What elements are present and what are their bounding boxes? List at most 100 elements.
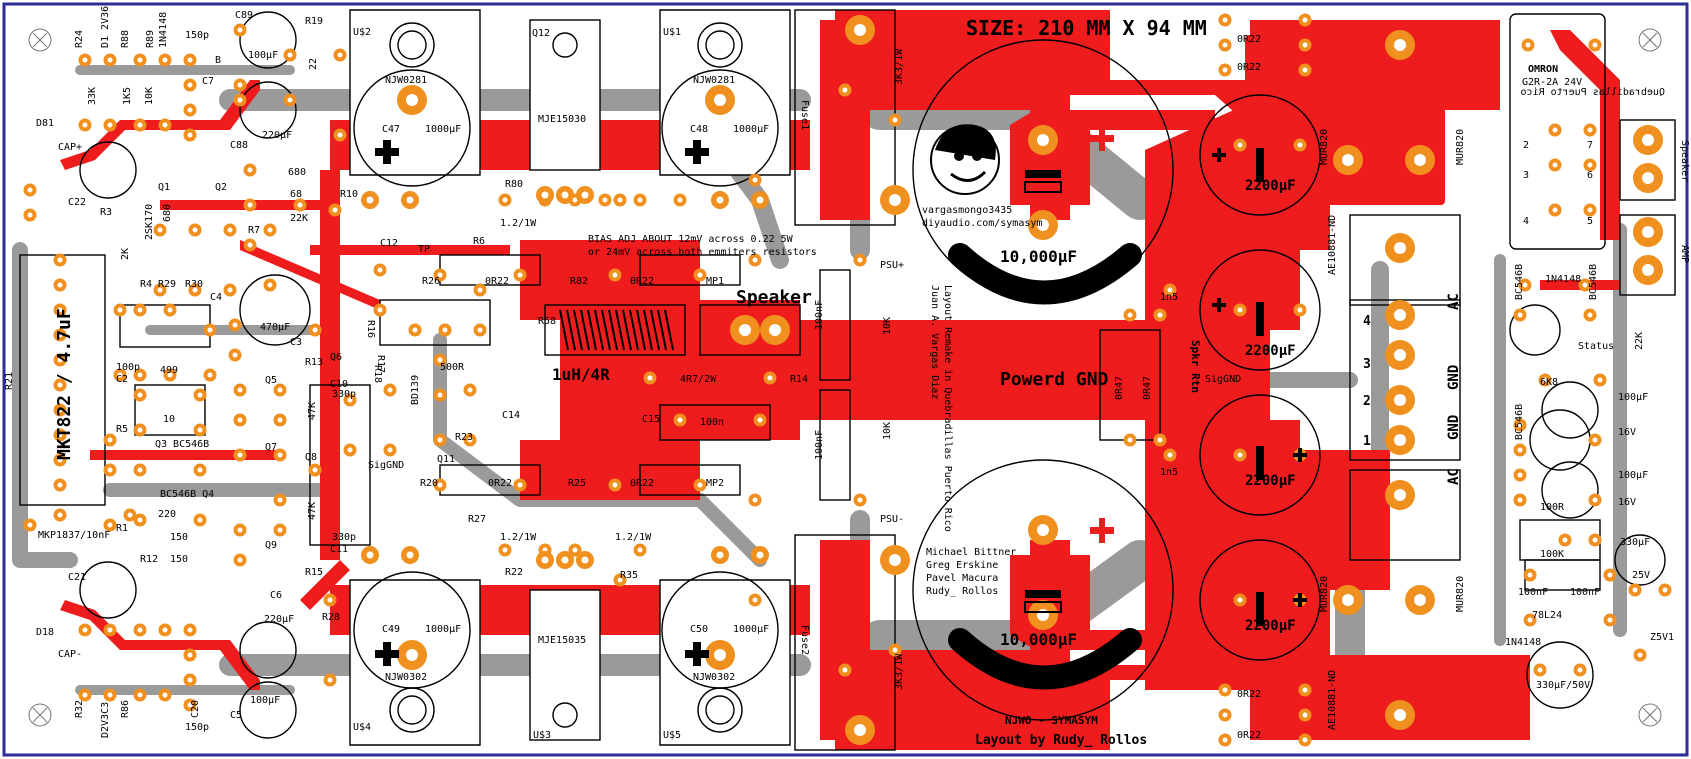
coil-winding bbox=[657, 309, 667, 351]
pad bbox=[1521, 38, 1535, 52]
coil-winding bbox=[566, 309, 576, 351]
pad bbox=[103, 623, 117, 637]
njw-top-right: NJW0281 bbox=[693, 75, 735, 86]
part-label: BC546B bbox=[1514, 264, 1525, 300]
part-label: 100nF bbox=[1518, 587, 1548, 598]
terminal-number-1: 1 bbox=[1363, 434, 1371, 449]
pad bbox=[556, 551, 574, 569]
pad bbox=[853, 493, 867, 507]
big-cap-value-top: 10,000µF bbox=[1000, 247, 1077, 266]
part-label: R27 bbox=[468, 514, 486, 525]
relay-pin-3: 3 bbox=[1523, 170, 1529, 181]
part-label: R28 bbox=[322, 612, 340, 623]
pad bbox=[748, 593, 762, 607]
pad bbox=[1385, 300, 1415, 330]
pad bbox=[23, 208, 37, 222]
pad bbox=[183, 128, 197, 142]
part-label: 4R7/2W bbox=[680, 374, 717, 385]
part-label: 0R22 bbox=[630, 478, 654, 489]
speaker-label: Speaker bbox=[736, 287, 812, 308]
pad bbox=[433, 433, 447, 447]
pad bbox=[323, 593, 337, 607]
pad bbox=[343, 443, 357, 457]
mounting-hole-icon bbox=[28, 703, 52, 727]
coil-winding bbox=[559, 309, 569, 351]
credit-1: Michael Bittner bbox=[926, 547, 1016, 558]
part-label: 1.2/1W bbox=[615, 532, 652, 543]
pad bbox=[103, 463, 117, 477]
pad bbox=[1633, 163, 1663, 193]
pad bbox=[193, 513, 207, 527]
pad bbox=[383, 383, 397, 397]
part-label: R23 bbox=[455, 432, 473, 443]
amp-label: AMP bbox=[1679, 245, 1690, 263]
pad bbox=[1533, 663, 1547, 677]
part-label: R25 bbox=[568, 478, 586, 489]
pad bbox=[748, 493, 762, 507]
pad bbox=[751, 191, 769, 209]
part-label: 25V bbox=[1632, 570, 1650, 581]
part-label: 22K bbox=[1634, 332, 1645, 350]
pad bbox=[1028, 600, 1058, 630]
pad bbox=[498, 543, 512, 557]
pad bbox=[1385, 385, 1415, 415]
part-label: 0R47 bbox=[1114, 376, 1125, 400]
part-label: C2 bbox=[116, 374, 128, 385]
pad bbox=[53, 478, 67, 492]
mid-cap-value-4: 2200µF bbox=[1245, 618, 1296, 634]
part-label: 330p bbox=[332, 532, 356, 543]
pad bbox=[133, 463, 147, 477]
pad bbox=[1385, 30, 1415, 60]
part-label: 1000µF bbox=[733, 124, 769, 135]
pad bbox=[753, 413, 767, 427]
pad bbox=[536, 551, 554, 569]
pad bbox=[78, 53, 92, 67]
pad bbox=[23, 518, 37, 532]
part-label: C12 bbox=[380, 238, 398, 249]
part-label: Z5V1 bbox=[1650, 632, 1674, 643]
pad bbox=[133, 623, 147, 637]
coil-winding bbox=[629, 309, 639, 351]
part-label: R86 bbox=[120, 700, 131, 718]
part-label: 220µF bbox=[262, 130, 292, 141]
part-label: 47K bbox=[307, 502, 318, 520]
coil-winding bbox=[650, 309, 660, 351]
part-label: 0R22 bbox=[1237, 62, 1261, 73]
part-label: 10K bbox=[882, 422, 893, 440]
relay-pin-7: 7 bbox=[1587, 140, 1593, 151]
part-label: 2SK170 bbox=[144, 204, 155, 240]
speaker-terminal-label: Speaker bbox=[1679, 140, 1690, 182]
part-label: R17 bbox=[375, 355, 386, 373]
pad bbox=[748, 173, 762, 187]
part-label: Q7 bbox=[265, 442, 277, 453]
pad bbox=[308, 463, 322, 477]
pad bbox=[1513, 443, 1527, 457]
pad bbox=[1588, 433, 1602, 447]
fuse1-label: Fuse1 bbox=[799, 100, 810, 130]
pad bbox=[1298, 63, 1312, 77]
relay-pin-5: 5 bbox=[1587, 216, 1593, 227]
part-label: 22K bbox=[290, 213, 308, 224]
relay-pin-4: 4 bbox=[1523, 216, 1529, 227]
coil-winding bbox=[601, 309, 611, 351]
pad bbox=[78, 623, 92, 637]
part-label: BC546B bbox=[1514, 404, 1525, 440]
pad bbox=[1293, 138, 1307, 152]
pad bbox=[53, 508, 67, 522]
part-label: 6K8 bbox=[1540, 377, 1558, 388]
pad bbox=[880, 545, 910, 575]
pad bbox=[113, 303, 127, 317]
footer-credit: Layout by Rudy_ Rollos bbox=[975, 733, 1147, 748]
author-site: diyaudio.com/symasym bbox=[922, 218, 1042, 229]
coil-winding bbox=[636, 309, 646, 351]
pad bbox=[23, 183, 37, 197]
mounting-hole-icon bbox=[1638, 703, 1662, 727]
part-label: R89 bbox=[145, 30, 156, 48]
coil-winding bbox=[573, 309, 583, 351]
pad bbox=[711, 546, 729, 564]
part-label: MUR820 bbox=[1455, 129, 1466, 165]
coil-winding bbox=[587, 309, 597, 351]
